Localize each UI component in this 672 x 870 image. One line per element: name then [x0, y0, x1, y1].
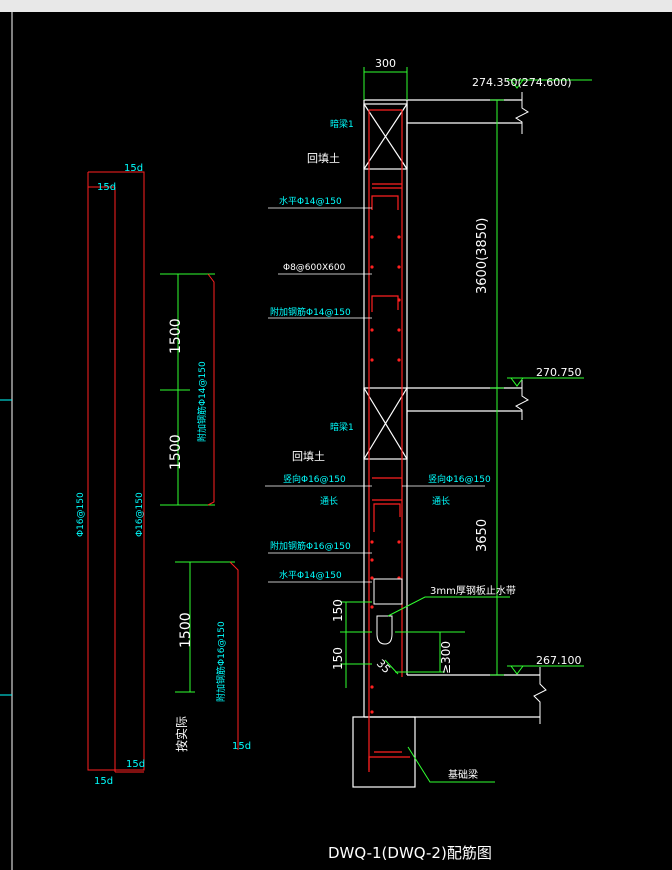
- elev-triangle: [510, 377, 524, 387]
- rebar-dot: [370, 328, 374, 332]
- beam-cross-line: [363, 387, 408, 460]
- waterstop: [373, 578, 403, 645]
- rebar-dot: [370, 605, 374, 609]
- dark-beam-1: [363, 103, 408, 170]
- dim-1500-a: 1500: [168, 318, 184, 354]
- label-vert-left: 竖向Φ16@150: [283, 473, 346, 485]
- window-top-bar: [0, 0, 672, 12]
- rebar-dot: [370, 558, 374, 562]
- dim-300-text: 300: [375, 57, 396, 70]
- elev-bot-text: 267.100: [536, 654, 582, 667]
- drawing-title: DWQ-1(DWQ-2)配筋图: [328, 844, 492, 862]
- dim-upper-height: 3600(3850): [475, 218, 490, 294]
- break-mark: [533, 667, 547, 724]
- bar-15d-bot-b: 15d: [94, 776, 113, 787]
- label-beam2: 暗梁1: [330, 421, 354, 433]
- label-tie: Φ8@600X600: [283, 263, 346, 273]
- foundation-beam: [352, 716, 416, 788]
- dim-lower-height: 3650: [475, 519, 490, 552]
- foundation-leader: [407, 746, 495, 783]
- label-foundation: 基础梁: [448, 768, 478, 781]
- break-mark: [515, 92, 529, 134]
- wall-section: [352, 99, 540, 788]
- long-bar-outline: [87, 171, 145, 771]
- elev-mid-text: 270.750: [536, 366, 582, 379]
- rebar-dot: [370, 540, 374, 544]
- rebar-dot: [370, 576, 374, 580]
- upper-add-bar: [207, 273, 215, 506]
- label-backfill2: 回填土: [292, 449, 325, 463]
- label-leaders: [265, 207, 485, 583]
- rebar-dot: [370, 235, 374, 239]
- dim-35: 35: [374, 657, 393, 676]
- bar-spec-b: Φ16@150: [135, 492, 145, 537]
- rebar-dot: [397, 265, 401, 269]
- bar-on-site: 按实际: [174, 716, 189, 752]
- rebar-dot: [397, 358, 401, 362]
- drawing-text: 300 274.350(274.600) 270.750 267.100 360…: [76, 57, 582, 862]
- label-out-right: 通长: [432, 495, 450, 507]
- break-mark: [515, 380, 529, 420]
- label-horiz1: 水平Φ14@150: [279, 195, 342, 207]
- elev-triangle: [510, 79, 524, 89]
- rebar-dots: [370, 235, 401, 714]
- bar-15d-bot-a: 15d: [126, 759, 145, 770]
- bar-spec-a: Φ16@150: [76, 492, 86, 537]
- dim-150-b: 150: [331, 647, 345, 670]
- label-beam1: 暗梁1: [330, 118, 354, 130]
- rebar-dot: [397, 298, 401, 302]
- label-backfill1: 回填土: [307, 151, 340, 165]
- rebar-dot: [370, 358, 374, 362]
- rebar-dot: [397, 235, 401, 239]
- bar-15d-top-a: 15d: [124, 163, 143, 174]
- waterstop-bulb: [376, 615, 393, 645]
- rebar-dot: [370, 710, 374, 714]
- beam-cross-line: [363, 103, 408, 170]
- dim-300-min: ≥300: [439, 641, 453, 674]
- waterstop-plate: [373, 578, 403, 605]
- label-waterstop: 3mm厚钢板止水带: [430, 584, 516, 597]
- d35-leader: [384, 659, 399, 675]
- rebar-foundation-hook: [368, 756, 410, 770]
- elev-triangle: [510, 665, 524, 675]
- label-vert-right: 竖向Φ16@150: [428, 473, 491, 485]
- waterstop-leader: [387, 596, 510, 617]
- label-out-left: 通长: [320, 495, 338, 507]
- dimension-lines: [160, 67, 592, 783]
- break-marks: [515, 92, 547, 724]
- bar-15d-top-b: 15d: [97, 182, 116, 193]
- lower-add-bar: [229, 561, 239, 750]
- rebar-dot: [397, 328, 401, 332]
- dark-beam-2: [363, 387, 408, 460]
- label-extra1: 附加钢筋Φ14@150: [270, 306, 351, 318]
- bar-upper-add: 附加钢筋Φ14@150: [196, 361, 208, 442]
- label-extra2: 附加钢筋Φ16@150: [270, 540, 351, 552]
- rebar-upper-hook: [371, 195, 399, 210]
- dim-1500-c: 1500: [178, 612, 194, 648]
- rebar-dot: [370, 685, 374, 689]
- dim-1500-b: 1500: [168, 434, 184, 470]
- rebar-dot: [370, 265, 374, 269]
- rebar-extra-hook: [371, 295, 399, 312]
- dim-150-a: 150: [331, 599, 345, 622]
- label-horiz2: 水平Φ14@150: [279, 569, 342, 581]
- elev-top-text: 274.350(274.600): [472, 76, 572, 89]
- bar-lower-15d: 15d: [232, 741, 251, 752]
- rebar-dot: [397, 540, 401, 544]
- rebar-mid-hook: [373, 503, 401, 532]
- bar-lower-add: 附加钢筋Φ16@150: [215, 621, 227, 702]
- rebar-details: [87, 171, 239, 773]
- cad-drawing-canvas: 300 274.350(274.600) 270.750 267.100 360…: [0, 12, 592, 870]
